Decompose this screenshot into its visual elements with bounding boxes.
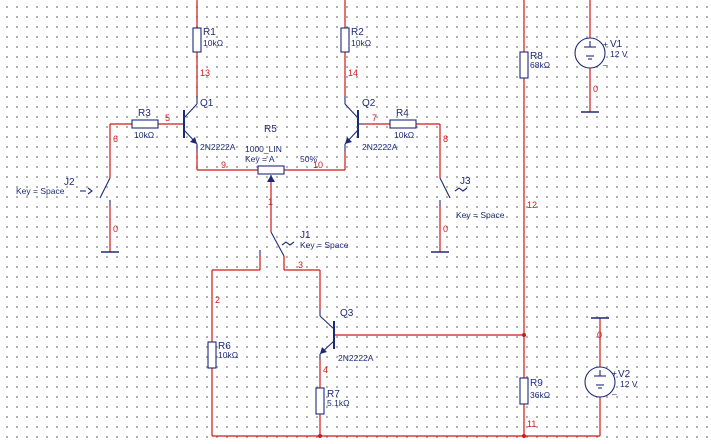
r9-ref: R9 [530,378,543,389]
node-14: 14 [348,68,358,78]
r5-ref: R5 [264,124,277,135]
transistor-q3[interactable]: Q3 2N2222A [319,308,374,363]
node-0-j2: 0 [113,224,118,234]
r4-ref: R4 [396,108,409,119]
node-3: 3 [298,260,303,270]
q1-emitter-arrow-icon [190,137,197,144]
resistor-r6[interactable]: R6 10kΩ [207,341,238,369]
v1-value: 12 V [610,49,628,59]
j2-key: Key = Space [16,186,65,196]
node-labels: 13 14 5 7 6 8 9 10 1 3 2 4 12 11 0 0 0 0 [113,68,602,429]
v1-plus: + [603,39,608,49]
resistor-r7[interactable]: R7 5.1kΩ [315,387,349,415]
r3-value: 10kΩ [134,130,154,140]
node-13: 13 [200,68,210,78]
q2-ref: Q2 [362,98,376,109]
q1-ref: Q1 [200,98,214,109]
switch-j2[interactable]: J2 Key = Space [16,177,111,252]
r8-value: 68kΩ [530,60,550,70]
node-4: 4 [323,365,328,375]
r1-value: 10kΩ [203,38,223,48]
resistor-r4[interactable]: R4 10kΩ [389,108,417,140]
r6-ref: R6 [218,341,231,352]
resistor-r8[interactable]: R8 68kΩ [519,51,550,79]
v1-minus: _ [602,56,608,66]
v2-minus: _ [611,385,617,395]
r2-value: 10kΩ [351,38,371,48]
q2-emitter-arrow-icon [345,137,352,144]
switch-j3[interactable]: J3 Key = Space [439,176,505,252]
j1-key: Key = Space [300,240,349,250]
wiper-arrow-icon [267,175,275,182]
node-6: 6 [113,134,118,144]
node-10: 10 [313,160,323,170]
transistor-q1[interactable]: Q1 2N2222A [182,96,236,152]
q3-ref: Q3 [340,308,354,319]
r4-value: 10kΩ [394,130,414,140]
q1-model: 2N2222A [200,142,236,152]
node-8: 8 [443,134,448,144]
q3-emitter-arrow-icon [320,347,327,354]
r5-value: 1000_LIN [245,144,282,154]
resistor-r2[interactable]: R2 10kΩ [340,27,371,53]
wires [109,0,601,437]
switch-j1[interactable]: J1 Key = Space [259,230,349,257]
potentiometer-r5[interactable]: R5 1000_LIN Key = A 50% [245,124,317,182]
dc-source-v2[interactable]: + V2 12 V _ [584,366,638,398]
q2-model: 2N2222A [362,142,398,152]
node-12: 12 [527,200,537,210]
v2-value: 12 V [620,379,638,389]
r6-value: 10kΩ [218,350,238,360]
r7-value: 5.1kΩ [327,398,349,408]
r8-ref: R8 [530,51,543,62]
node-5: 5 [165,113,170,123]
transistor-q2[interactable]: Q2 2N2222A [344,96,398,152]
j3-ref: J3 [460,176,471,187]
j1-ref: J1 [300,230,311,241]
v2-plus: + [612,368,617,378]
r3-ref: R3 [138,108,151,119]
node-0-v1: 0 [593,84,598,94]
node-11: 11 [527,419,536,429]
dc-source-v1[interactable]: + V1 12 V _ [574,37,628,69]
r5-key: Key = A [245,154,275,164]
resistor-r3[interactable]: R3 10kΩ [131,108,159,140]
node-0-j3: 0 [443,224,448,234]
r7-ref: R7 [327,389,340,400]
v2-ref: V2 [618,369,631,380]
v1-ref: V1 [610,39,623,50]
node-7: 7 [372,113,377,123]
node-2: 2 [215,295,220,305]
j2-ref: J2 [64,177,75,188]
resistor-r1[interactable]: R1 10kΩ [192,27,223,53]
r5-percent: 50% [300,154,317,164]
r2-ref: R2 [351,27,364,38]
j3-key: Key = Space [456,210,505,220]
node-9: 9 [221,160,226,170]
node-1: 1 [268,197,273,207]
q3-model: 2N2222A [338,353,374,363]
junctions [318,333,526,438]
node-0-v2: 0 [597,330,602,340]
r1-ref: R1 [203,27,216,38]
r9-value: 36kΩ [530,390,550,400]
resistor-r9[interactable]: R9 36kΩ [519,377,550,405]
